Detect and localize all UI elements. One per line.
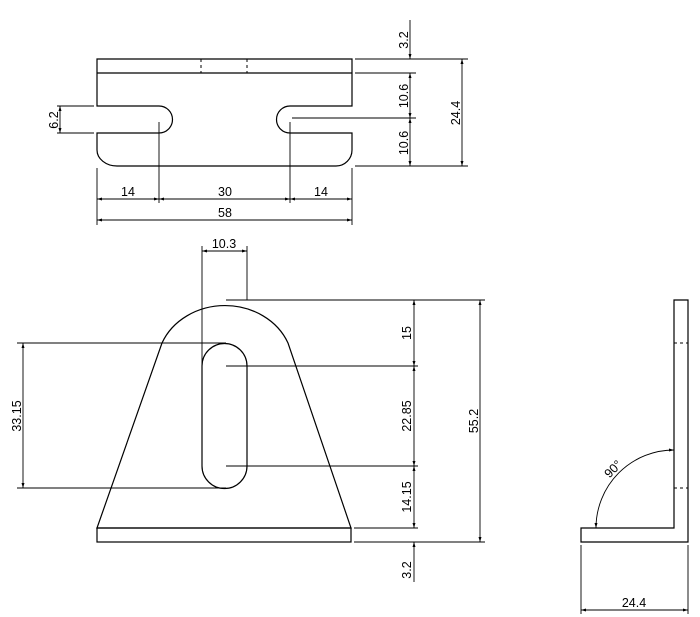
angle-arc [594, 448, 675, 529]
dim-label-height: 24.4 [449, 101, 463, 125]
dimension-lines [21, 249, 482, 582]
dim-label-base: 3.2 [400, 561, 414, 578]
extension-lines [17, 246, 485, 543]
dim-label-depth: 24.4 [622, 596, 646, 610]
angle-label: 90° [602, 458, 625, 481]
dim-label-length: 58 [218, 206, 232, 220]
dim-label-left-depth: 14 [121, 185, 135, 199]
dim-label-upper: 10.6 [397, 84, 411, 108]
dim-label-slot-span: 33.15 [10, 400, 24, 431]
extension-lines [57, 58, 468, 225]
side-view: 90° 24.4 [580, 299, 689, 614]
slot [201, 342, 248, 490]
dimension-lines [58, 20, 464, 222]
top-view-outline [96, 58, 353, 167]
dim-label-top: 15 [400, 326, 414, 340]
dim-label-right-depth: 14 [314, 185, 328, 199]
dim-label-lower: 10.6 [397, 131, 411, 155]
front-view: 10.3 33.15 15 22.85 14.15 3.2 55.2 [10, 237, 485, 582]
front-view-outline [96, 304, 352, 529]
dim-label-centers: 22.85 [400, 400, 414, 431]
side-view-outline [580, 299, 689, 543]
dim-label-spacing: 30 [218, 185, 232, 199]
dim-label-thickness: 3.2 [397, 31, 411, 48]
base-plate [96, 527, 352, 543]
dim-label-bottom: 14.15 [400, 481, 414, 512]
dim-label-height: 55.2 [467, 409, 481, 433]
top-view: 3.2 10.6 10.6 24.4 6.2 14 30 14 58 [47, 20, 468, 225]
dim-label-slot-width: 6.2 [47, 111, 61, 128]
dim-label-slot-width: 10.3 [212, 237, 236, 251]
